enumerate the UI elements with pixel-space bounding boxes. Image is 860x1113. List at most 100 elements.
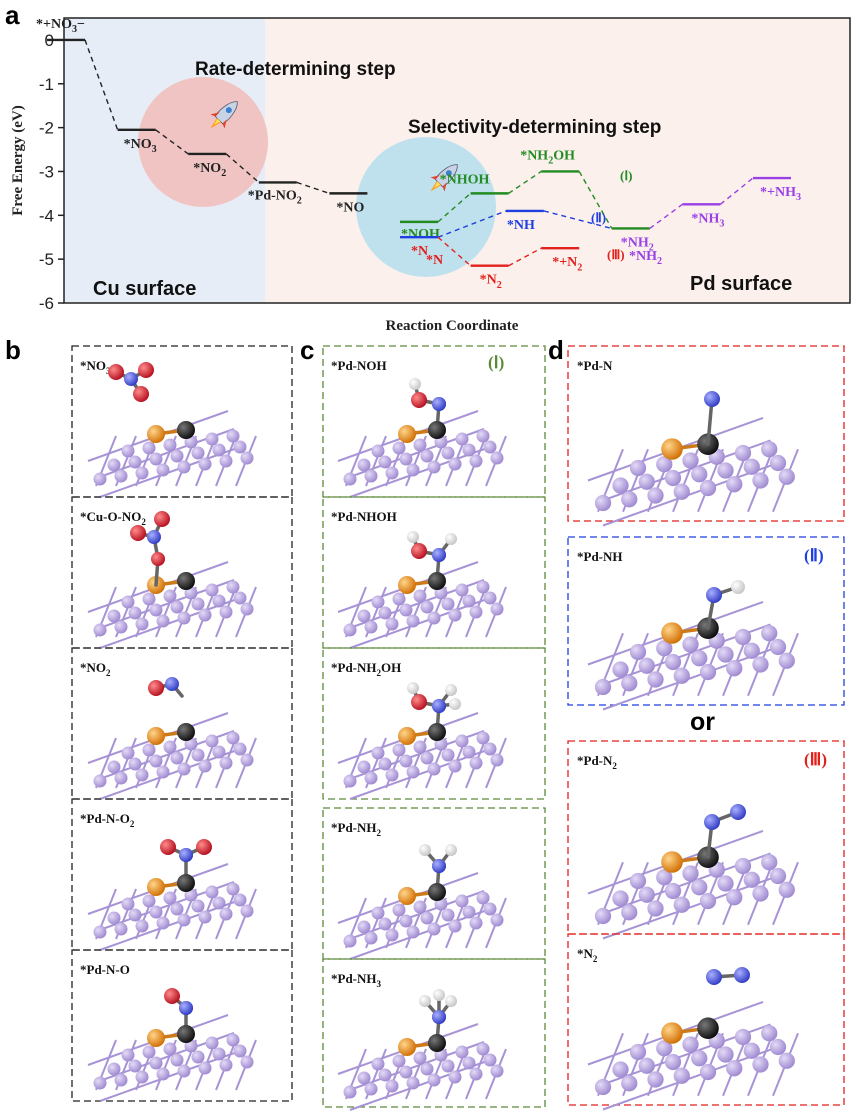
cu-atom bbox=[398, 576, 416, 594]
pd-atom bbox=[778, 652, 795, 669]
rocket-icon bbox=[210, 101, 238, 129]
pd-atom bbox=[364, 1082, 378, 1096]
pd-atom bbox=[717, 646, 734, 663]
pd-atom bbox=[233, 893, 247, 907]
pd-atom bbox=[93, 925, 107, 939]
cu-atom bbox=[398, 887, 416, 905]
c-atom bbox=[428, 572, 446, 590]
o-atom bbox=[411, 694, 427, 710]
pd-atom bbox=[114, 922, 128, 936]
pd-atom bbox=[726, 1060, 743, 1077]
pd-atom bbox=[371, 1057, 385, 1071]
cu-atom bbox=[661, 622, 683, 644]
pathway-connector bbox=[508, 170, 542, 194]
pd-atom bbox=[107, 1062, 121, 1076]
pd-atom bbox=[594, 907, 612, 925]
pd-atom bbox=[233, 1044, 247, 1058]
structure-label: *Pd-NH2OH bbox=[331, 660, 401, 678]
pd-atom bbox=[594, 1078, 612, 1096]
pd-atom bbox=[142, 894, 156, 908]
pd-atom bbox=[743, 871, 760, 888]
pd-atom bbox=[170, 600, 184, 614]
pd-atom bbox=[392, 441, 406, 455]
pd-atom bbox=[156, 765, 170, 779]
pd-atom bbox=[392, 592, 406, 606]
c-atom bbox=[177, 874, 195, 892]
pd-atom bbox=[664, 882, 682, 900]
pd-atom bbox=[656, 640, 673, 657]
pd-atom bbox=[149, 1056, 163, 1070]
pd-atom bbox=[413, 1051, 427, 1065]
pd-atom bbox=[647, 671, 664, 688]
structure-label: *Pd-N-O2 bbox=[80, 811, 135, 829]
pd-atom bbox=[219, 756, 233, 770]
n-atom bbox=[734, 967, 750, 983]
pathway-connector bbox=[649, 203, 683, 230]
pd-atom bbox=[778, 1052, 795, 1069]
pd-slab bbox=[337, 561, 507, 649]
pd-atom bbox=[364, 771, 378, 785]
pd-atom bbox=[163, 1042, 177, 1056]
pd-atom bbox=[726, 660, 743, 677]
h-atom bbox=[445, 844, 457, 856]
pd-atom bbox=[691, 1050, 708, 1067]
pd-atom bbox=[163, 891, 177, 905]
pd-atom bbox=[378, 757, 392, 771]
pd-atom bbox=[121, 444, 135, 458]
pd-atom bbox=[734, 628, 752, 646]
c-atom bbox=[428, 883, 446, 901]
structure-label: *Pd-NOH bbox=[331, 358, 387, 373]
pd-atom bbox=[233, 591, 247, 605]
structure-label: *Pd-NHOH bbox=[331, 509, 397, 524]
pd-atom bbox=[191, 597, 205, 611]
pd-atom bbox=[212, 896, 226, 910]
pd-atom bbox=[462, 905, 476, 919]
pd-atom bbox=[93, 472, 107, 486]
pd-atom bbox=[378, 917, 392, 931]
cu-atom bbox=[147, 1029, 165, 1047]
pd-atom bbox=[761, 854, 778, 871]
pd-atom bbox=[205, 1036, 219, 1050]
energy-level-label: *NOH bbox=[401, 227, 440, 242]
pd-atom bbox=[769, 867, 787, 885]
pathway-connector bbox=[155, 129, 189, 155]
structure-box bbox=[71, 798, 293, 951]
structure-label: *Pd-N2 bbox=[577, 753, 617, 771]
selectivity-step-annotation: Selectivity-determining step bbox=[408, 117, 661, 138]
c-atom bbox=[177, 572, 195, 590]
pd-atom bbox=[135, 768, 149, 782]
c-atom bbox=[428, 421, 446, 439]
pd-atom bbox=[413, 900, 427, 914]
pd-atom bbox=[455, 894, 469, 908]
pd-atom bbox=[647, 487, 664, 504]
pd-atom bbox=[656, 869, 673, 886]
adsorbate-molecule bbox=[398, 682, 461, 745]
energy-level-label: *+NH3 bbox=[760, 185, 801, 203]
pd-atom bbox=[743, 642, 760, 659]
n-atom bbox=[432, 548, 446, 562]
pd-atom bbox=[177, 611, 191, 625]
pathway-connector bbox=[719, 177, 754, 205]
pd-atom bbox=[135, 1070, 149, 1084]
pd-atom bbox=[385, 768, 399, 782]
pd-atom bbox=[170, 449, 184, 463]
pd-atom bbox=[612, 661, 629, 678]
structure-label: *NO3 bbox=[80, 358, 111, 376]
o-atom bbox=[411, 543, 427, 559]
structure-label: *Cu-O-NO2 bbox=[80, 509, 146, 527]
pd-atom bbox=[371, 746, 385, 760]
pd-atom bbox=[233, 440, 247, 454]
c-atom bbox=[177, 421, 195, 439]
pd-atom bbox=[455, 583, 469, 597]
pd-atom bbox=[699, 663, 717, 681]
o-atom bbox=[133, 386, 149, 402]
pd-atom bbox=[212, 594, 226, 608]
pd-atom bbox=[121, 1048, 135, 1062]
pd-atom bbox=[399, 1065, 413, 1079]
pd-atom bbox=[621, 1075, 638, 1092]
pd-atom bbox=[198, 457, 212, 471]
n-atom bbox=[147, 530, 161, 544]
pathway-connector bbox=[508, 247, 542, 267]
pd-atom bbox=[769, 1038, 787, 1056]
pd-atom bbox=[240, 451, 254, 465]
